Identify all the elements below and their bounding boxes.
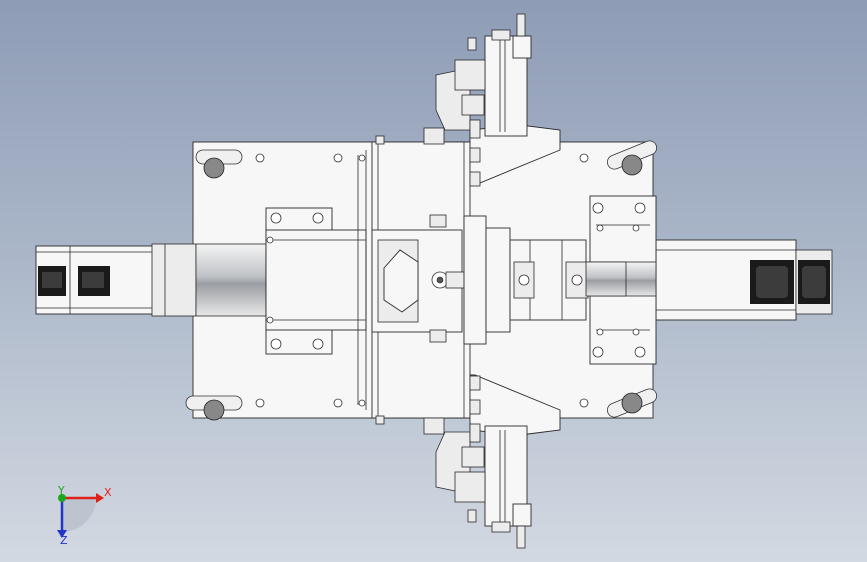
- y-axis-label: Y: [57, 484, 65, 497]
- x-axis-label: X: [104, 486, 112, 499]
- left-mount-plate: [265, 150, 367, 410]
- handle-bottom-right: [606, 388, 658, 418]
- handle-bottom-left: [185, 395, 243, 421]
- handle-top-right: [606, 140, 658, 176]
- z-axis-label: Z: [60, 534, 68, 547]
- handle-top-left: [195, 149, 243, 179]
- bottom-bracket: [423, 374, 561, 549]
- left-servo-motor: [35, 243, 267, 317]
- center-mechanism: [371, 214, 627, 345]
- top-bracket: [423, 13, 561, 187]
- view-triad-icon: X Y Z: [57, 484, 112, 547]
- mounting-holes: [255, 135, 646, 425]
